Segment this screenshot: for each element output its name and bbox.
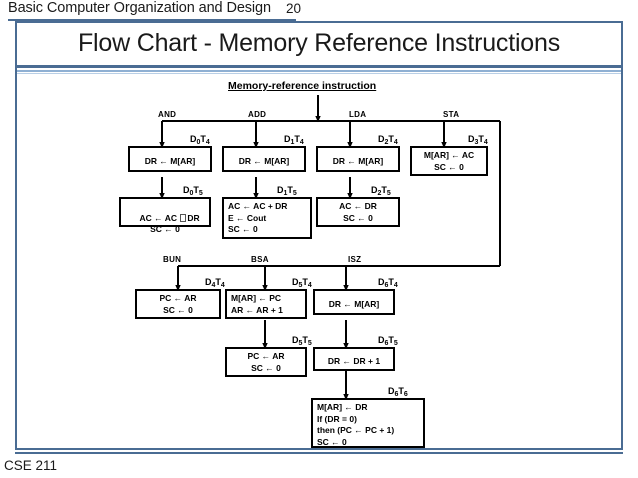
slide-frame: Flow Chart - Memory Reference Instructio… bbox=[15, 21, 623, 450]
slide-header: Basic Computer Organization and Design 2… bbox=[4, 0, 634, 21]
title-divider-medium bbox=[17, 69, 621, 72]
course-title-underline bbox=[8, 19, 296, 21]
slide-title-band: Flow Chart - Memory Reference Instructio… bbox=[17, 23, 621, 64]
footer-divider bbox=[15, 452, 623, 454]
title-divider-thin bbox=[17, 72, 621, 74]
page-number: 20 bbox=[286, 1, 302, 16]
course-title: Basic Computer Organization and Design bbox=[8, 0, 271, 16]
footer-label: CSE 211 bbox=[4, 458, 58, 473]
title-divider-thick bbox=[17, 65, 621, 68]
slide-title: Flow Chart - Memory Reference Instructio… bbox=[77, 29, 561, 57]
